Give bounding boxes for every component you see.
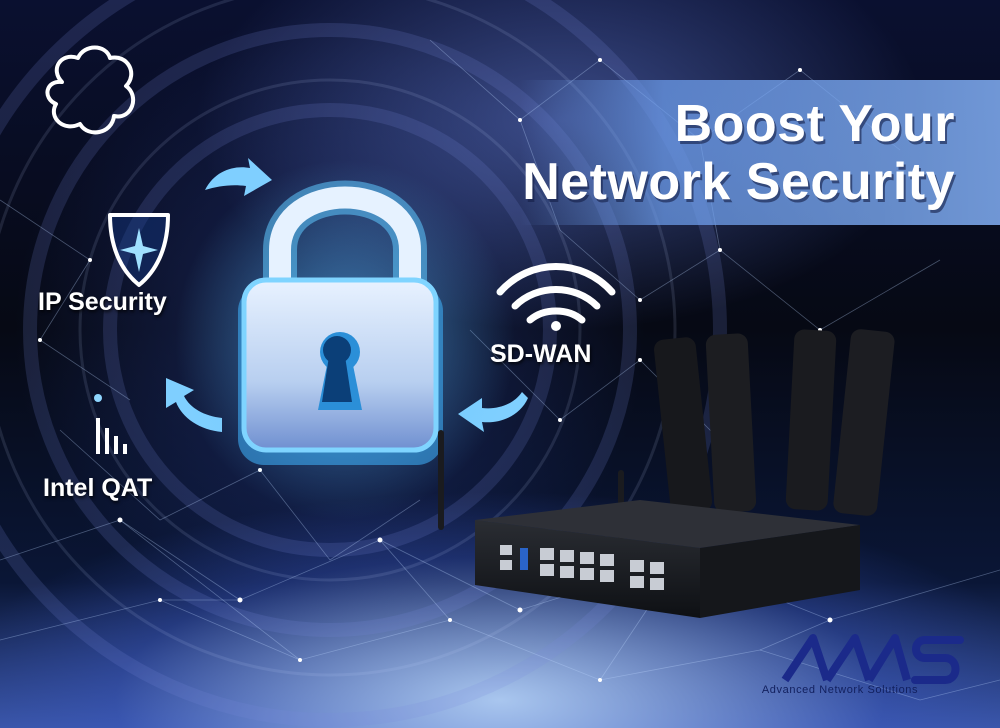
feature-label-intel-qat: Intel QAT [43,474,153,502]
headline: Boost Your Network Security [522,95,955,211]
feature-label-ip-security: IP Security [38,288,167,316]
arrow-icon [205,158,272,196]
headline-line-1: Boost Your [674,95,955,153]
brand-tagline: Advanced Network Solutions [761,684,919,696]
title-band [520,80,1000,225]
signal-bars-icon [94,394,127,454]
feature-label-sd-wan: SD-WAN [490,340,592,368]
wifi-icon [496,263,616,331]
shield-icon [108,213,170,287]
padlock-icon [175,160,515,520]
brand-logo [781,634,964,684]
network-appliance-image [438,329,895,618]
puzzle-outline-icon [45,45,136,135]
headline-line-2: Network Security [522,153,955,211]
